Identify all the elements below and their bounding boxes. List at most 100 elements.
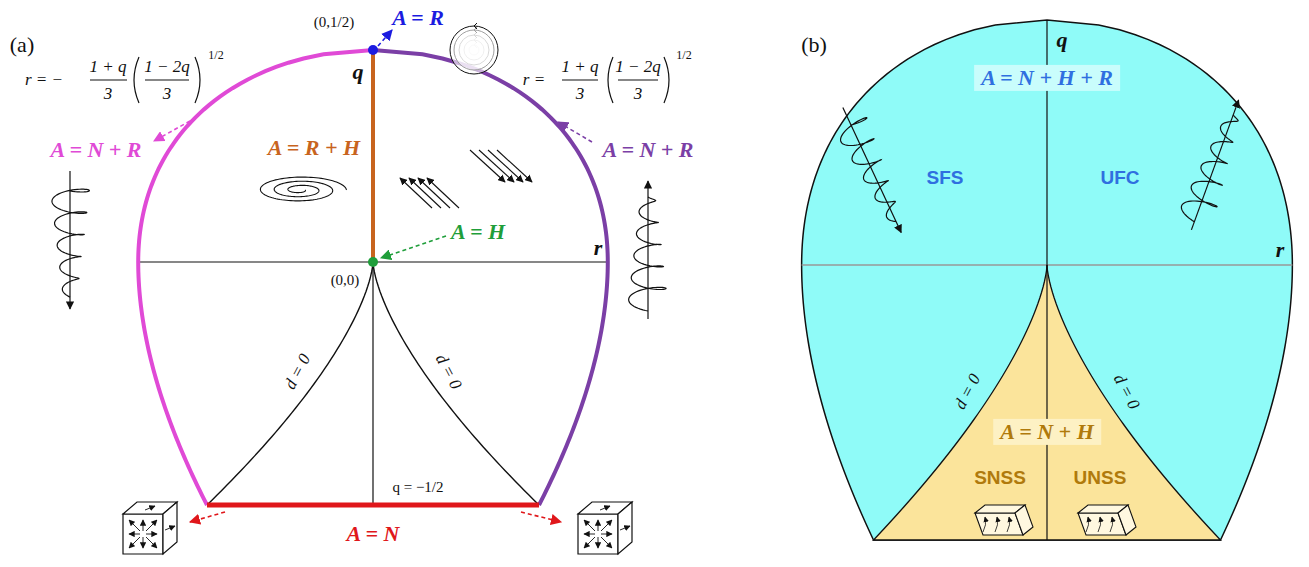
panel-label: (b)	[801, 33, 827, 57]
point-dot	[368, 45, 378, 55]
phase-label: A = R + H	[268, 136, 360, 160]
regime-label: SFS	[927, 168, 964, 189]
cube-icon	[578, 502, 632, 554]
figure-stroke	[584, 520, 595, 531]
formula-text: 3	[163, 85, 172, 104]
q-axis	[1046, 265, 1047, 540]
figure-stroke	[195, 57, 200, 103]
figure-stroke	[129, 534, 140, 535]
figure-stroke	[1007, 517, 1010, 532]
region-shape	[868, 262, 1230, 552]
figure-stroke	[418, 178, 450, 208]
figure-stroke	[600, 506, 610, 510]
figure-stroke	[165, 526, 175, 530]
bottom-boundary	[207, 503, 539, 508]
figure-stroke	[143, 537, 144, 548]
curve-label: d = 0	[1109, 371, 1143, 412]
figure-stroke	[1015, 505, 1033, 535]
phase-region: A = N + HSNSSUNSS	[868, 262, 1230, 552]
formula-text: 1 + q	[90, 58, 127, 77]
point-coordinate: (0,0)	[331, 272, 360, 289]
figure-stroke	[601, 534, 612, 535]
cube-icon	[123, 502, 177, 554]
phase-label: A = H	[451, 220, 505, 244]
circulation-icon	[450, 23, 498, 74]
figure-stroke	[497, 150, 532, 182]
figure-stroke	[90, 79, 127, 80]
parallelepiped-icon	[1078, 505, 1136, 535]
figure-stroke	[562, 79, 598, 80]
figure-stroke	[664, 57, 669, 103]
figure-stroke	[146, 534, 157, 535]
figure-stroke	[129, 537, 140, 548]
boundary-curve	[138, 50, 373, 505]
panel-label: (a)	[10, 33, 34, 57]
phase-label: A = N + R	[602, 138, 693, 162]
figure-stroke	[479, 150, 514, 182]
figure-stroke	[143, 520, 144, 531]
figure-stroke	[146, 520, 157, 531]
curve-label: d = 0	[431, 351, 465, 392]
figure-stroke	[995, 517, 998, 532]
figure-stroke	[145, 79, 189, 80]
figure-stroke	[409, 178, 441, 208]
q-axis	[372, 262, 373, 505]
formula-text: 1/2	[676, 49, 691, 62]
leader-arrow	[154, 121, 190, 141]
figure-stroke	[1178, 109, 1248, 227]
figure-stroke	[1118, 505, 1136, 535]
phase-label: A = N + H	[993, 419, 1101, 445]
helix-icon	[52, 171, 89, 309]
formula-text: 1 + q	[562, 58, 599, 77]
leader-arrow	[558, 122, 592, 142]
figure-stroke	[163, 502, 177, 554]
figure-stroke	[470, 150, 505, 182]
formula-text: 1/2	[208, 49, 223, 62]
figure-stroke	[52, 189, 89, 297]
figure-stroke	[400, 178, 432, 208]
leader-arrow	[521, 512, 561, 522]
regime-label: UNSS	[1074, 468, 1127, 489]
figure-stroke	[1110, 517, 1113, 532]
region-outline	[802, 20, 1293, 540]
figure-stroke	[69, 171, 70, 309]
figure-stroke	[450, 26, 498, 74]
axis-label: r	[594, 236, 603, 260]
leader-arrow	[190, 512, 225, 522]
parallelepiped-icon	[975, 505, 1033, 535]
figure-stroke	[836, 117, 912, 228]
figure-stroke	[584, 537, 595, 548]
formula-text: 3	[576, 85, 585, 104]
figure-stroke	[145, 506, 155, 510]
shear-icon	[400, 150, 532, 208]
helix-icon	[1175, 94, 1254, 235]
panel-a-drawing	[52, 23, 669, 554]
phase-label: A = R	[392, 6, 444, 30]
figure-stroke	[129, 520, 140, 531]
leader-arrow	[378, 30, 392, 46]
figure-stroke	[629, 197, 666, 311]
figure-stroke	[608, 57, 613, 103]
figure-stroke	[146, 537, 157, 548]
formula-text: r =	[523, 71, 545, 90]
boundary-curve	[373, 50, 608, 505]
region-outline	[873, 265, 1220, 540]
q-axis	[1046, 20, 1047, 540]
figure-stroke	[1086, 517, 1089, 532]
figure-stroke	[601, 520, 612, 531]
axis-label: q	[353, 60, 364, 84]
figure-stroke	[1191, 100, 1238, 230]
phase-label: A = N	[347, 522, 400, 546]
leader-arrow	[381, 236, 446, 258]
figure-stroke	[123, 514, 163, 554]
figure-stroke	[584, 534, 595, 535]
axis-label: q	[1057, 28, 1068, 52]
formula-strokes	[90, 57, 669, 103]
point-coordinate: (0,1/2)	[314, 14, 354, 31]
figure-stroke	[843, 107, 901, 232]
figure-stroke	[488, 150, 523, 182]
figure-stroke	[474, 23, 477, 29]
discriminant-curve	[373, 262, 539, 505]
